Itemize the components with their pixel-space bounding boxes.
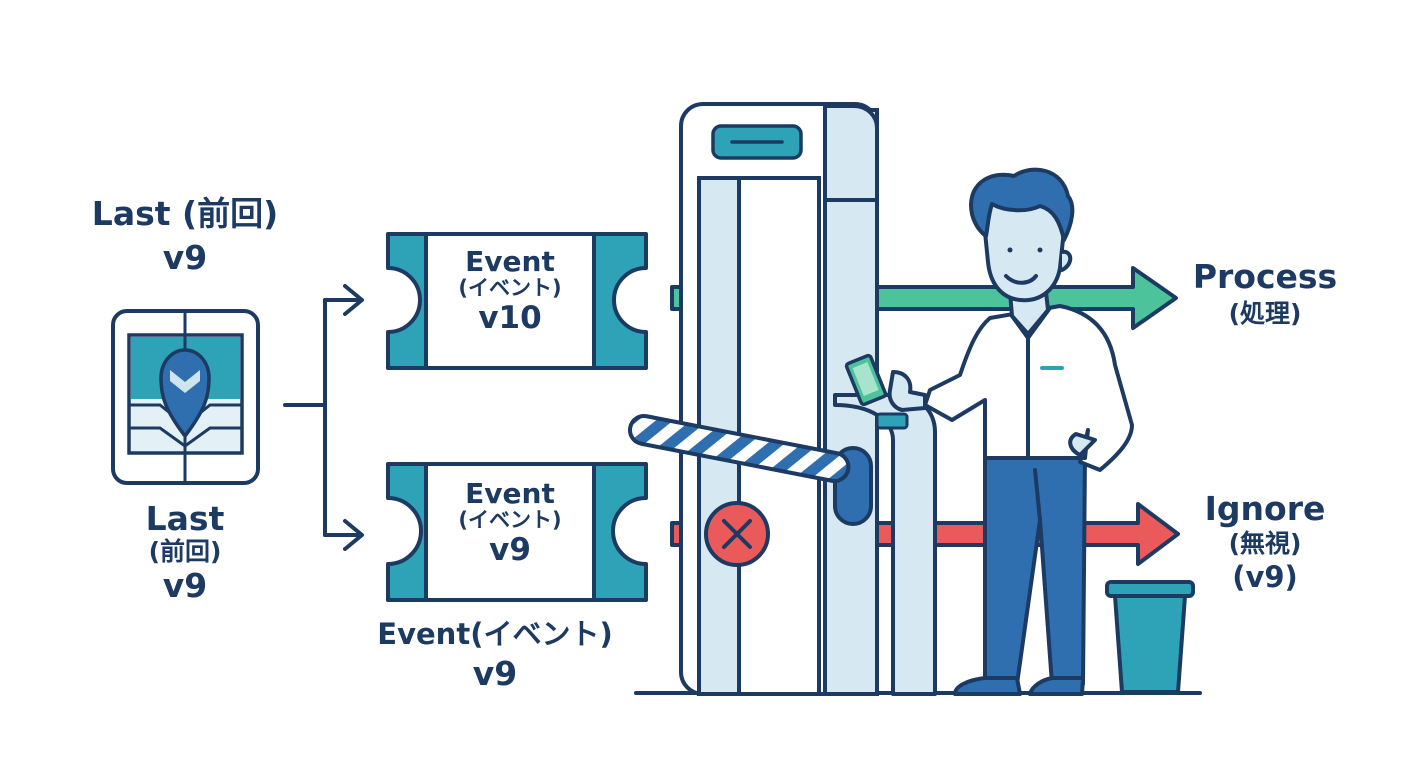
process-label: Process (処理) (1180, 258, 1350, 329)
ticket-old-jp: (イベント) (458, 508, 562, 533)
ticket-old-label: Event (イベント) v9 (426, 478, 594, 568)
event-caption-version: v9 (472, 654, 518, 694)
ticket-new-jp: (イベント) (458, 276, 562, 301)
event-caption-text: Event(イベント) (377, 617, 613, 651)
ticket-old-text: Event (465, 477, 555, 510)
process-text: Process (1192, 257, 1338, 296)
phone-icon (844, 353, 888, 407)
ignore-version: (v9) (1232, 559, 1298, 594)
ticket-new-text: Event (465, 245, 555, 278)
ticket-new-version: v10 (478, 299, 542, 336)
ignore-text: Ignore (1204, 489, 1326, 528)
last-bottom-text: Last (145, 499, 225, 538)
last-top-jp: (前回) (182, 194, 279, 233)
last-bottom-version: v9 (162, 565, 208, 605)
last-bottom-label: Last (前回) v9 (105, 500, 265, 605)
ignore-label: Ignore (無視) (v9) (1190, 490, 1340, 594)
ticket-new-label: Event (イベント) v10 (426, 246, 594, 336)
map-pin-icon (111, 309, 260, 485)
last-top-text: Last (91, 194, 171, 233)
ignore-jp: (無視) (1228, 528, 1302, 558)
last-top-version: v9 (162, 237, 208, 277)
person-icon (887, 167, 1134, 696)
trash-bin-icon (1105, 580, 1195, 694)
branch-connector (283, 284, 364, 551)
event-caption: Event(イベント) v9 (350, 617, 640, 694)
reject-x-icon (704, 501, 770, 567)
barrier-icon (628, 414, 851, 484)
ticket-icon (386, 232, 648, 370)
ticket-icon (386, 462, 648, 602)
last-top-label: Last (前回) v9 (70, 195, 300, 277)
process-jp: (処理) (1228, 298, 1302, 328)
last-bottom-jp: (前回) (148, 536, 222, 566)
ticket-old-version: v9 (489, 531, 531, 568)
